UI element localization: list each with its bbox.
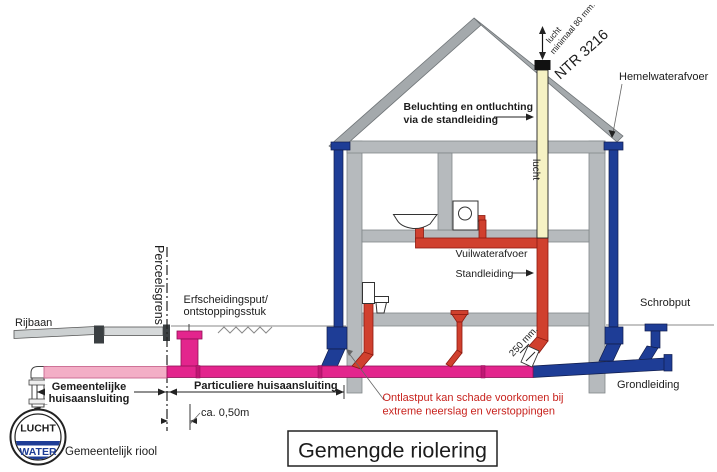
left-gutter [330,141,351,151]
vuilwaterafvoer-label: Vuilwaterafvoer [456,248,528,260]
afstand-label: ca. 0,50m [201,407,249,419]
sidewalk [103,326,164,336]
toilet-base [375,302,388,314]
lucht-circle-label: LUCHT [20,423,56,435]
sink [392,214,438,230]
particuliere-label: Particuliere huisaansluiting [194,380,338,392]
schrobput-label: Schrobput [640,297,690,309]
perceelsgrens-label: Perceelsgrens [152,245,166,325]
gemeentelijke-label-1: Gemeentelijke [52,381,127,393]
lucht-pipe [536,69,549,239]
water-circle-label: WATER [19,446,57,458]
hemelwaterafvoer-label: Hemelwaterafvoer [619,71,709,83]
gemeentelijk-riool-label: Gemeentelijk riool [65,446,157,458]
warning-label-2: extreme neerslag en verstoppingen [383,406,555,418]
vuilwaterafvoer-pipe [415,237,548,249]
gemeentelijke-label-2: huisaansluiting [49,393,130,405]
gemeentelijke-huisaansluiting-pipe [43,366,168,379]
schrobput-symbol [644,323,668,332]
standleiding-label: Standleiding [456,268,514,280]
rijbaan-label: Rijbaan [15,317,52,329]
attic-floor [346,140,606,154]
ground-floor [361,312,590,327]
ground-hatch [217,326,273,334]
ontlastput-box [326,326,348,350]
leader-lines [346,83,623,401]
road [13,324,170,344]
beluchting-label-2: via de standleiding [404,114,499,126]
toilet-cistern [362,282,375,304]
roof [328,17,624,153]
floor-drain [450,310,469,315]
toilet-drain-pipe [363,302,374,356]
rainwater-pipes [320,141,673,378]
diagram-title: Gemengde riolering [298,439,487,463]
house-structure [346,140,606,394]
beluchting-label-1: Beluchting en ontluchting [404,101,534,113]
roof-left-slope [328,17,482,153]
fixtures [362,200,479,314]
particuliere-huisaansluiting-pipe [166,365,534,378]
toilet-seat [374,296,389,303]
gemeentelijk-riool-symbol: LUCHT WATER [9,407,67,466]
standleiding-pipe [536,237,549,342]
erfscheidingsput-label-2: ontstoppingsstuk [184,306,267,318]
interior-wall [437,152,453,231]
erfscheidingsput [176,324,203,372]
right-gutter [603,141,624,151]
washing-machine-door [458,206,472,221]
warning-label-1: Ontlastput kan schade voorkomen bij [383,392,564,404]
rain-downpipe-left [333,149,344,328]
title-box: Gemengde riolering [287,430,498,467]
erfscheidingsput-label-1: Erfscheidingsput/ [184,294,269,306]
curb-block [94,325,104,344]
vent-cap [534,60,551,70]
rain-downpipe-right [608,149,619,328]
lucht-pipe-label: lucht [530,159,541,180]
vent-pipe [534,26,551,239]
private-sewer-pipe [166,365,534,379]
grondleiding-label: Grondleiding [617,379,679,391]
